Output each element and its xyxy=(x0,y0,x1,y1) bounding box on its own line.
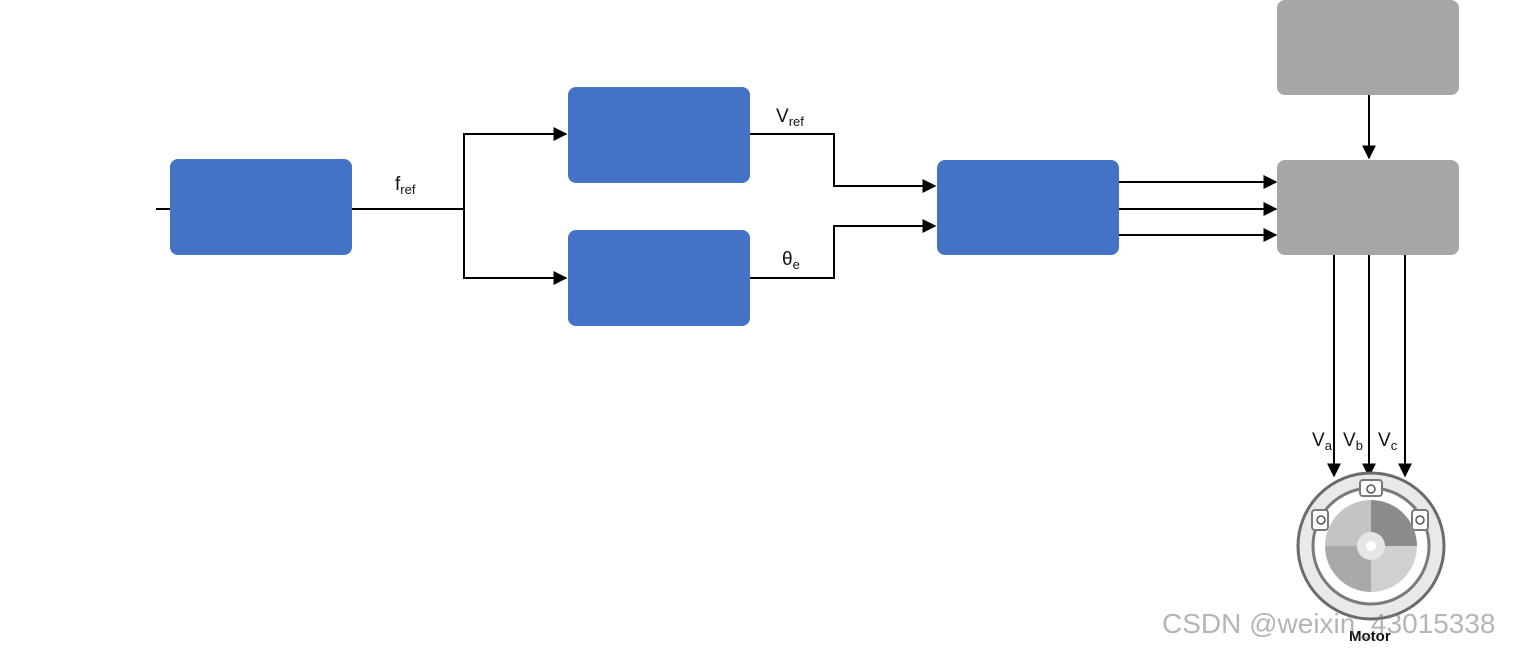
theta-main: θ xyxy=(782,249,793,270)
pwm-generator-block xyxy=(937,160,1119,255)
vb-label: Vb xyxy=(1343,430,1363,453)
vb-main: V xyxy=(1343,430,1356,451)
angle-integrator-block xyxy=(568,230,750,326)
watermark: CSDN @weixin_43015338 xyxy=(1162,608,1496,639)
va-label: Va xyxy=(1312,430,1332,453)
inverter-block xyxy=(1277,160,1459,255)
vref-main: V xyxy=(776,106,789,127)
vref-sub: ref xyxy=(788,114,804,129)
voltage-reference-block xyxy=(568,87,750,183)
motor-label: Motor xyxy=(1349,628,1391,645)
theta-label: θe xyxy=(782,249,800,272)
vref-arrow xyxy=(750,133,937,193)
va-sub: a xyxy=(1324,438,1332,453)
vc-main: V xyxy=(1378,430,1391,451)
vc-label: Vc xyxy=(1378,430,1397,453)
theta-arrow xyxy=(750,219,937,279)
fref-label: fref xyxy=(395,174,415,197)
split-to-lower-arrow xyxy=(463,209,568,285)
fref-main: f xyxy=(395,174,401,195)
vb-sub: b xyxy=(1355,438,1363,453)
frequency-ramp-block xyxy=(170,159,352,255)
vc-sub: c xyxy=(1390,438,1398,453)
vref-label: Vref xyxy=(776,106,804,129)
connectors xyxy=(156,95,1412,478)
fref-sub: ref xyxy=(400,182,416,197)
va-main: V xyxy=(1312,430,1325,451)
split-to-upper-arrow xyxy=(463,127,568,209)
theta-sub: e xyxy=(792,257,800,272)
power-supply-block xyxy=(1277,0,1459,95)
motor-icon xyxy=(1296,471,1446,621)
